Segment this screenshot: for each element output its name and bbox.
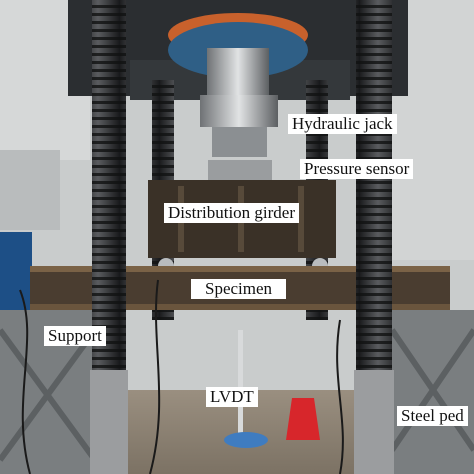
left-column-base [90,370,128,474]
right-support-brace [389,328,474,452]
label-pressure-sensor: Pressure sensor [300,159,414,179]
pressure-sensor-block [208,160,272,180]
left-support-brace [0,328,98,462]
right-column-base [354,370,394,474]
lvdt-base [224,432,268,448]
red-stool [286,398,320,440]
specimen-bottom-flange [30,304,450,310]
lvdt-stand [238,330,243,440]
ram-collar [200,95,278,127]
girder-web-3 [298,186,304,252]
label-support: Support [44,326,106,346]
ram-piston [212,127,267,157]
label-lvdt: LVDT [206,387,258,407]
ram-cylinder [207,48,269,100]
specimen-top-flange [30,266,450,272]
label-hydraulic-jack: Hydraulic jack [288,114,397,134]
label-distribution-girder: Distribution girder [164,203,300,223]
cables [19,279,344,474]
label-specimen: Specimen [191,279,287,299]
label-steel-pedestal: Steel ped [397,406,468,426]
left-window [0,150,60,230]
